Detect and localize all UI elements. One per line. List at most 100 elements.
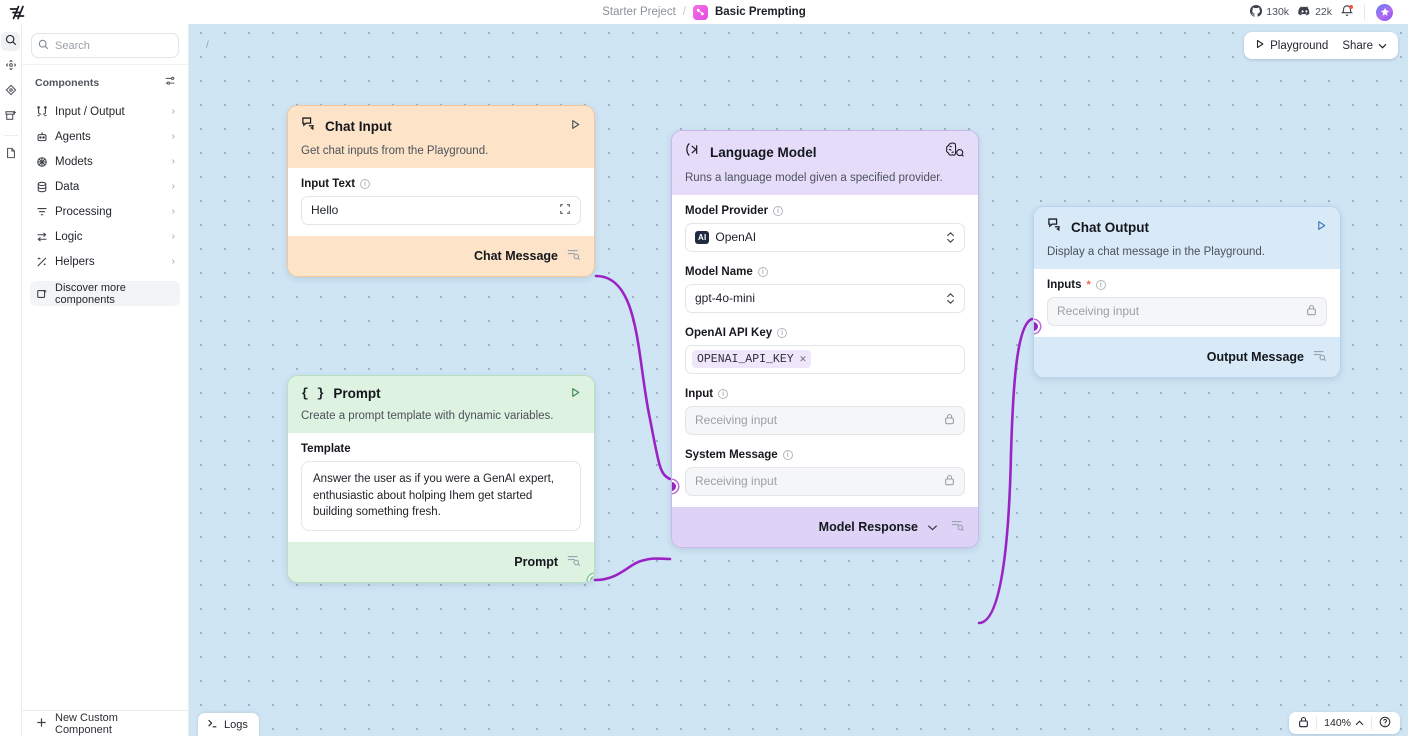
flow-canvas[interactable]: Playground Share Chat Input <box>189 24 1408 736</box>
chat-output-input-field: Receiving input <box>1047 296 1327 326</box>
breadcrumb-project[interactable]: Starter Preject <box>602 6 676 18</box>
info-icon[interactable]: i <box>777 327 788 338</box>
playground-label: Playground <box>1270 39 1329 52</box>
llm-input-field: Receiving input <box>685 405 965 435</box>
node-language-model[interactable]: Language Model Runs a language model giv… <box>671 130 979 548</box>
github-stat[interactable]: 130k <box>1250 4 1290 20</box>
help-button[interactable] <box>1374 715 1396 732</box>
sidebar-body: Components Input / Output › Agents › <box>22 64 188 710</box>
brain-icon <box>945 141 965 163</box>
github-icon <box>1250 4 1263 20</box>
new-custom-component-label: New Custom Component <box>55 711 118 736</box>
discord-icon <box>1298 5 1311 19</box>
node-chat-output[interactable]: Chat Output Display a chat message in th… <box>1033 206 1341 378</box>
info-icon[interactable]: i <box>1095 279 1106 290</box>
discord-count: 22k <box>1315 6 1332 18</box>
share-button[interactable]: Share <box>1335 35 1394 56</box>
github-count: 130k <box>1266 6 1290 18</box>
chat-input-icon <box>301 116 316 136</box>
list-output-icon[interactable] <box>1313 348 1327 366</box>
rail-search-button[interactable] <box>1 32 20 51</box>
sidebar-item-helpers[interactable]: Helpers › <box>30 249 180 274</box>
page-title[interactable]: Basic Prempting <box>714 6 806 18</box>
node-title: Language Model <box>710 144 817 160</box>
discord-stat[interactable]: 22k <box>1298 5 1332 19</box>
chevron-updown-icon[interactable] <box>946 292 955 305</box>
expand-icon[interactable] <box>559 203 571 218</box>
list-output-icon[interactable] <box>567 553 581 571</box>
run-node-icon[interactable] <box>570 119 581 133</box>
sidebar-item-data[interactable]: Data › <box>30 174 180 199</box>
run-node-icon[interactable] <box>570 387 581 401</box>
store-icon <box>4 108 17 126</box>
node-chat-input[interactable]: Chat Input Get chat inputs from the Play… <box>287 105 595 277</box>
play-icon <box>1255 39 1265 52</box>
sidebar-search-wrap: / <box>22 24 209 64</box>
node-body: Template Answer the user as if you were … <box>288 432 594 542</box>
search-box[interactable]: / <box>31 33 209 58</box>
top-bar: Starter Preject / Basic Prempting 130k 2… <box>0 0 1408 24</box>
node-title-row: Chat Output <box>1047 217 1327 237</box>
sidebar-item-logic[interactable]: Logic › <box>30 224 180 249</box>
list-output-icon[interactable] <box>567 247 581 265</box>
sidebar-item-input-output[interactable]: Input / Output › <box>30 99 180 124</box>
avatar[interactable] <box>1376 3 1393 21</box>
field-label-text: Input <box>685 387 714 400</box>
notifications-button[interactable] <box>1341 4 1353 20</box>
chat-output-icon <box>1047 217 1062 237</box>
node-prompt[interactable]: { } Prompt Create a prompt template with… <box>287 375 595 583</box>
rail-file-button[interactable] <box>1 145 20 164</box>
logs-label: Logs <box>224 718 248 731</box>
chevron-up-icon <box>1355 717 1364 729</box>
rail-move-button[interactable] <box>1 57 20 76</box>
sidebar-item-agents[interactable]: Agents › <box>30 124 180 149</box>
search-input[interactable] <box>55 39 197 52</box>
langflow-logo-icon[interactable] <box>6 2 28 22</box>
discover-more-components-button[interactable]: Discover more components <box>30 281 180 306</box>
api-key-field[interactable]: OPENAI_API_KEY ✕ <box>685 344 965 374</box>
system-message-field: Receiving input <box>685 466 965 496</box>
chevron-right-icon: › <box>171 131 175 142</box>
flow-badge-icon <box>692 4 708 20</box>
info-icon[interactable]: i <box>757 266 768 277</box>
sidebar-item-processing[interactable]: Processing › <box>30 199 180 224</box>
chevron-updown-icon[interactable] <box>946 231 955 244</box>
terminal-icon <box>207 718 218 732</box>
template-textarea[interactable]: Answer the user as if you were a GenAI e… <box>301 460 581 531</box>
rail-diamond-button[interactable] <box>1 82 20 101</box>
output-handle-prompt[interactable] <box>588 574 594 582</box>
zoom-divider <box>1371 716 1372 730</box>
list-output-icon[interactable] <box>951 518 965 536</box>
model-provider-select[interactable]: AI OpenAI <box>685 222 965 252</box>
input-text-field[interactable]: Hello <box>301 195 581 225</box>
close-icon[interactable]: ✕ <box>799 354 807 367</box>
topbar-divider <box>1364 4 1365 20</box>
inputs-label: Inputs * i <box>1047 279 1327 291</box>
new-custom-component-button[interactable]: New Custom Component <box>22 710 188 736</box>
model-name-value: gpt-4o-mini <box>695 291 756 306</box>
sidebar-item-label: Agents <box>55 130 91 143</box>
api-key-chip[interactable]: OPENAI_API_KEY ✕ <box>692 350 812 369</box>
sidebar-item-models[interactable]: Modets › <box>30 149 180 174</box>
model-name-select[interactable]: gpt-4o-mini <box>685 283 965 313</box>
lock-canvas-button[interactable] <box>1293 715 1314 732</box>
output-label: Prompt <box>514 554 558 569</box>
info-icon[interactable]: i <box>782 449 793 460</box>
zoom-level-button[interactable]: 140% <box>1319 715 1369 732</box>
help-icon <box>1379 716 1391 731</box>
node-description: Runs a language model given a specified … <box>685 172 943 184</box>
chevron-right-icon: › <box>171 181 175 192</box>
info-icon[interactable]: i <box>773 205 784 216</box>
chevron-down-icon <box>1378 40 1387 52</box>
info-icon[interactable]: i <box>360 178 371 189</box>
edge-prompt-to-llm-system <box>593 557 672 582</box>
playground-button[interactable]: Playground <box>1248 35 1335 56</box>
lock-icon <box>944 474 955 489</box>
run-node-icon[interactable] <box>1316 220 1327 234</box>
sliders-icon[interactable] <box>164 74 176 92</box>
logs-button[interactable]: Logs <box>198 713 259 736</box>
chevron-down-icon[interactable] <box>927 518 938 536</box>
info-icon[interactable]: i <box>718 388 729 399</box>
rail-store-button[interactable] <box>1 107 20 126</box>
data-icon <box>35 181 48 193</box>
